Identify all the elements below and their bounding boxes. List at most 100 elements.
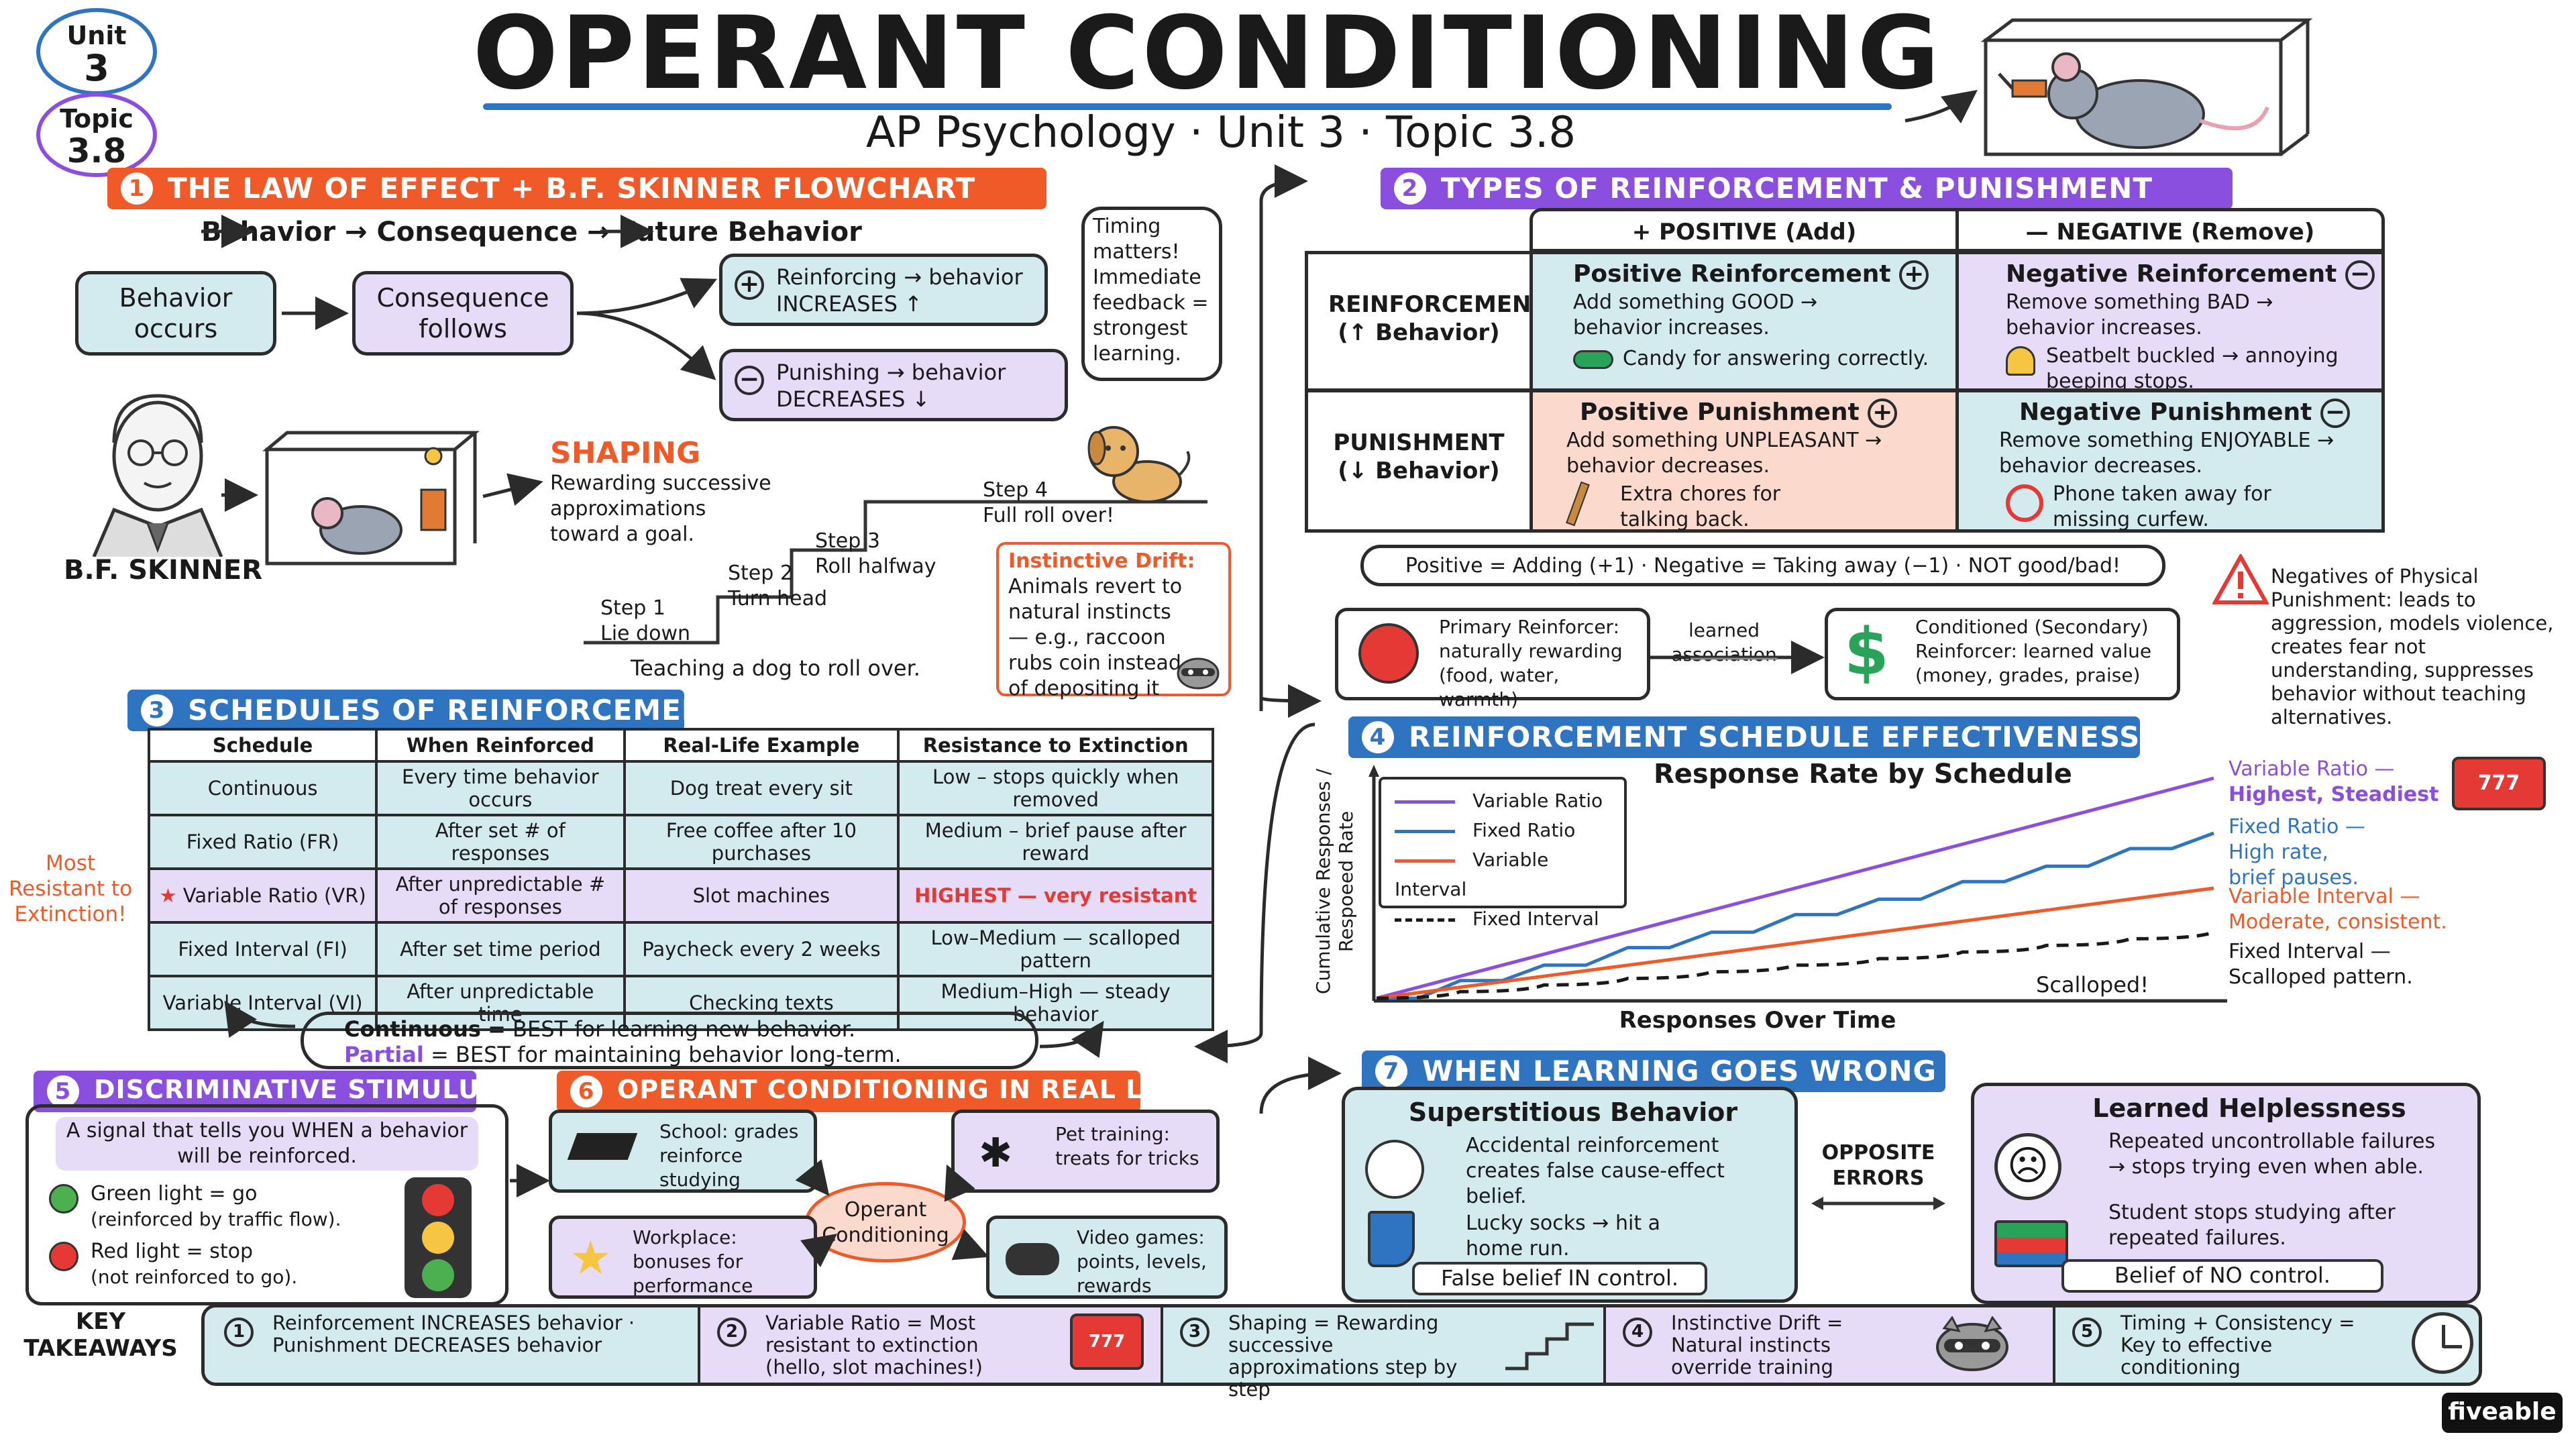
- takeaway-item: 2 Variable Ratio = Most resistant to ext…: [708, 1308, 1157, 1382]
- graph-label-fr-c: brief pauses.: [2229, 866, 2359, 890]
- header-when: When Reinforced: [375, 728, 626, 763]
- pp-example-text: Extra chores for talking back.: [1620, 482, 1781, 531]
- section-6-header: 6 OPERANT CONDITIONING IN REAL LIFE: [557, 1071, 1188, 1112]
- schedule-cell-text: Variable Ratio (VR): [182, 884, 366, 907]
- graph-title: Response Rate by Schedule: [1654, 759, 2072, 790]
- discriminative-stimulus-box: A signal that tells you WHEN a behavior …: [25, 1104, 508, 1305]
- nr-title-text: Negative Reinforcement: [2006, 260, 2337, 288]
- minus-icon: −: [735, 366, 764, 395]
- graph-label-vi: Variable Interval — Moderate, consistent…: [2229, 884, 2510, 935]
- pp-title-text: Positive Punishment: [1580, 398, 1860, 426]
- minus-icon: −: [2320, 398, 2350, 428]
- broom-icon: [1566, 481, 1590, 527]
- title-underline: [483, 103, 1892, 110]
- example-cell: Free coffee after 10 purchases: [623, 814, 900, 870]
- resistance-cell: Medium – brief pause after reward: [897, 814, 1214, 870]
- pp-example: Extra chores for talking back.: [1566, 481, 1955, 533]
- graph-label-vi-a: Variable Interval —: [2229, 885, 2420, 908]
- graph-label-fi-b: Scalloped pattern.: [2229, 965, 2413, 989]
- header-schedule: Schedule: [147, 728, 378, 763]
- timing-note: Timing matters! Immediate feedback = str…: [1081, 207, 1222, 381]
- graph-label-vi-b: Moderate, consistent.: [2229, 910, 2447, 934]
- resistance-cell: Low – stops quickly when removed: [897, 760, 1214, 816]
- steps-caption: Teaching a dog to roll over.: [631, 655, 920, 681]
- step-2: Step 2 Turn head: [728, 561, 855, 612]
- learned-helplessness-box: Learned Helplessness ☹ Repeated uncontro…: [1971, 1083, 2481, 1304]
- series-line-fixed-ratio: [1377, 831, 2214, 1000]
- graph-label-vr-a: Variable Ratio —: [2229, 757, 2395, 781]
- slot-machine-icon: 777: [1070, 1313, 1144, 1370]
- socks-icon: [1368, 1211, 1415, 1267]
- fiveable-logo: fiveable: [2442, 1393, 2563, 1433]
- page-title: OPERANT CONDITIONING: [472, 0, 1943, 112]
- when-cell: After set time period: [375, 921, 626, 977]
- gamepad-icon: [1006, 1243, 1059, 1275]
- table-row: Fixed Ratio (FR) After set # of response…: [147, 814, 1214, 870]
- legend-item-vr: Variable Ratio: [1395, 786, 1624, 816]
- graph-label-vr: Variable Ratio — Highest, Steadiest: [2229, 757, 2450, 808]
- pet-training-example: ✱ Pet training: treats for tricks: [951, 1110, 1220, 1193]
- legend-swatch-vr: [1395, 800, 1455, 804]
- raccoon-icon: [1175, 653, 1222, 690]
- consequence-follows-label: Consequence follows: [376, 283, 549, 343]
- star-icon: ★: [570, 1230, 612, 1285]
- video-games-example: Video games: points, levels, rewards: [986, 1216, 1228, 1299]
- scalloped-note: Scalloped!: [2036, 972, 2149, 998]
- superstitious-behavior-box: Superstitious Behavior Accidental reinfo…: [1342, 1087, 1798, 1303]
- np-desc: Remove something ENJOYABLE → behavior de…: [1999, 429, 2334, 478]
- section-4-number: 4: [1362, 721, 1394, 753]
- red-light-icon: [49, 1242, 78, 1271]
- schedule-cell: ★ Variable Ratio (VR): [147, 867, 378, 924]
- no-phone-icon: [2006, 484, 2043, 522]
- x-axis-label: Responses Over Time: [1619, 1007, 1896, 1034]
- row-reinforcement-label: REINFORCEMENT (↑ Behavior): [1305, 251, 1547, 392]
- flow-heading: Behavior → Consequence → Future Behavior: [201, 217, 862, 248]
- nr-desc: Remove something BAD → behavior increase…: [2006, 290, 2273, 339]
- skinner-portrait: [74, 382, 241, 557]
- negative-reinforcement-cell: Negative Reinforcement − Remove somethin…: [1955, 251, 2385, 393]
- conditioned-reinforcer-box: $ Conditioned (Secondary) Reinforcer: le…: [1825, 608, 2180, 700]
- sup-title: Superstitious Behavior: [1408, 1097, 1738, 1127]
- takeaway-item: 4 Instinctive Drift = Natural instincts …: [1613, 1308, 2049, 1382]
- green-light-icon: [49, 1184, 78, 1214]
- legend-item-fr: Fixed Ratio: [1395, 816, 1624, 845]
- graph-legend: Variable Ratio Fixed Ratio Variable Inte…: [1379, 777, 1627, 930]
- ds-green: Green light = go(reinforced by traffic f…: [49, 1181, 384, 1232]
- schedule-cell: Continuous: [147, 760, 378, 816]
- nr-example-text: Seatbelt buckled → annoying beeping stop…: [2046, 344, 2339, 393]
- timing-note-text: Timing matters! Immediate feedback = str…: [1093, 215, 1209, 366]
- topic-label: Topic: [60, 104, 133, 133]
- learned-association-label: learned association: [1671, 619, 1777, 665]
- legend-vr-label: Variable Ratio: [1472, 790, 1603, 812]
- unit-badge: Unit 3: [36, 8, 157, 95]
- series-line-variable-ratio: [1376, 776, 2214, 1000]
- reinforcing-box: + Reinforcing → behavior INCREASES ↑: [719, 254, 1048, 326]
- section-7-header: 7 WHEN LEARNING GOES WRONG: [1362, 1051, 1945, 1092]
- operant-center-node: Operant Conditioning: [805, 1182, 966, 1263]
- schedules-table: Schedule When Reinforced Real-Life Examp…: [147, 728, 1214, 1031]
- workplace-text: Workplace: bonuses for performance: [633, 1226, 753, 1297]
- example-cell: Checking texts: [623, 975, 900, 1031]
- dog-icon: [1073, 415, 1194, 508]
- baseball-icon: [1365, 1140, 1424, 1199]
- lh-title: Learned Helplessness: [2092, 1093, 2406, 1123]
- ds-green-sub: (reinforced by traffic flow).: [91, 1208, 341, 1230]
- y-axis-label: Cumulative Responses / Respoeed Rate: [1312, 768, 1357, 995]
- pr-desc: Add something GOOD → behavior increases.: [1573, 290, 1818, 339]
- resistance-cell: Low–Medium — scalloped pattern: [897, 921, 1214, 977]
- section-2-title: TYPES OF REINFORCEMENT & PUNISHMENT: [1441, 172, 2153, 205]
- section-1-title: THE LAW OF EFFECT + B.F. SKINNER FLOWCHA…: [168, 172, 976, 205]
- unit-label: Unit: [66, 21, 127, 50]
- bell-icon: [2006, 346, 2035, 376]
- section-2-number: 2: [1394, 172, 1426, 205]
- takeaway-text: Variable Ratio = Most resistant to extin…: [765, 1311, 983, 1379]
- opposite-errors-label: OPPOSITE ERRORS: [1821, 1141, 1935, 1190]
- legend-fr-label: Fixed Ratio: [1472, 819, 1576, 841]
- double-arrow-icon: [1811, 1197, 1945, 1210]
- step-3-text: Roll halfway: [815, 555, 936, 578]
- ds-definition-box: A signal that tells you WHEN a behavior …: [56, 1117, 478, 1171]
- takeaway-number: 5: [2072, 1318, 2102, 1347]
- section-5-number: 5: [47, 1075, 79, 1108]
- section-6-title: OPERANT CONDITIONING IN REAL LIFE: [617, 1075, 1189, 1104]
- paw-icon: ✱: [979, 1130, 1013, 1177]
